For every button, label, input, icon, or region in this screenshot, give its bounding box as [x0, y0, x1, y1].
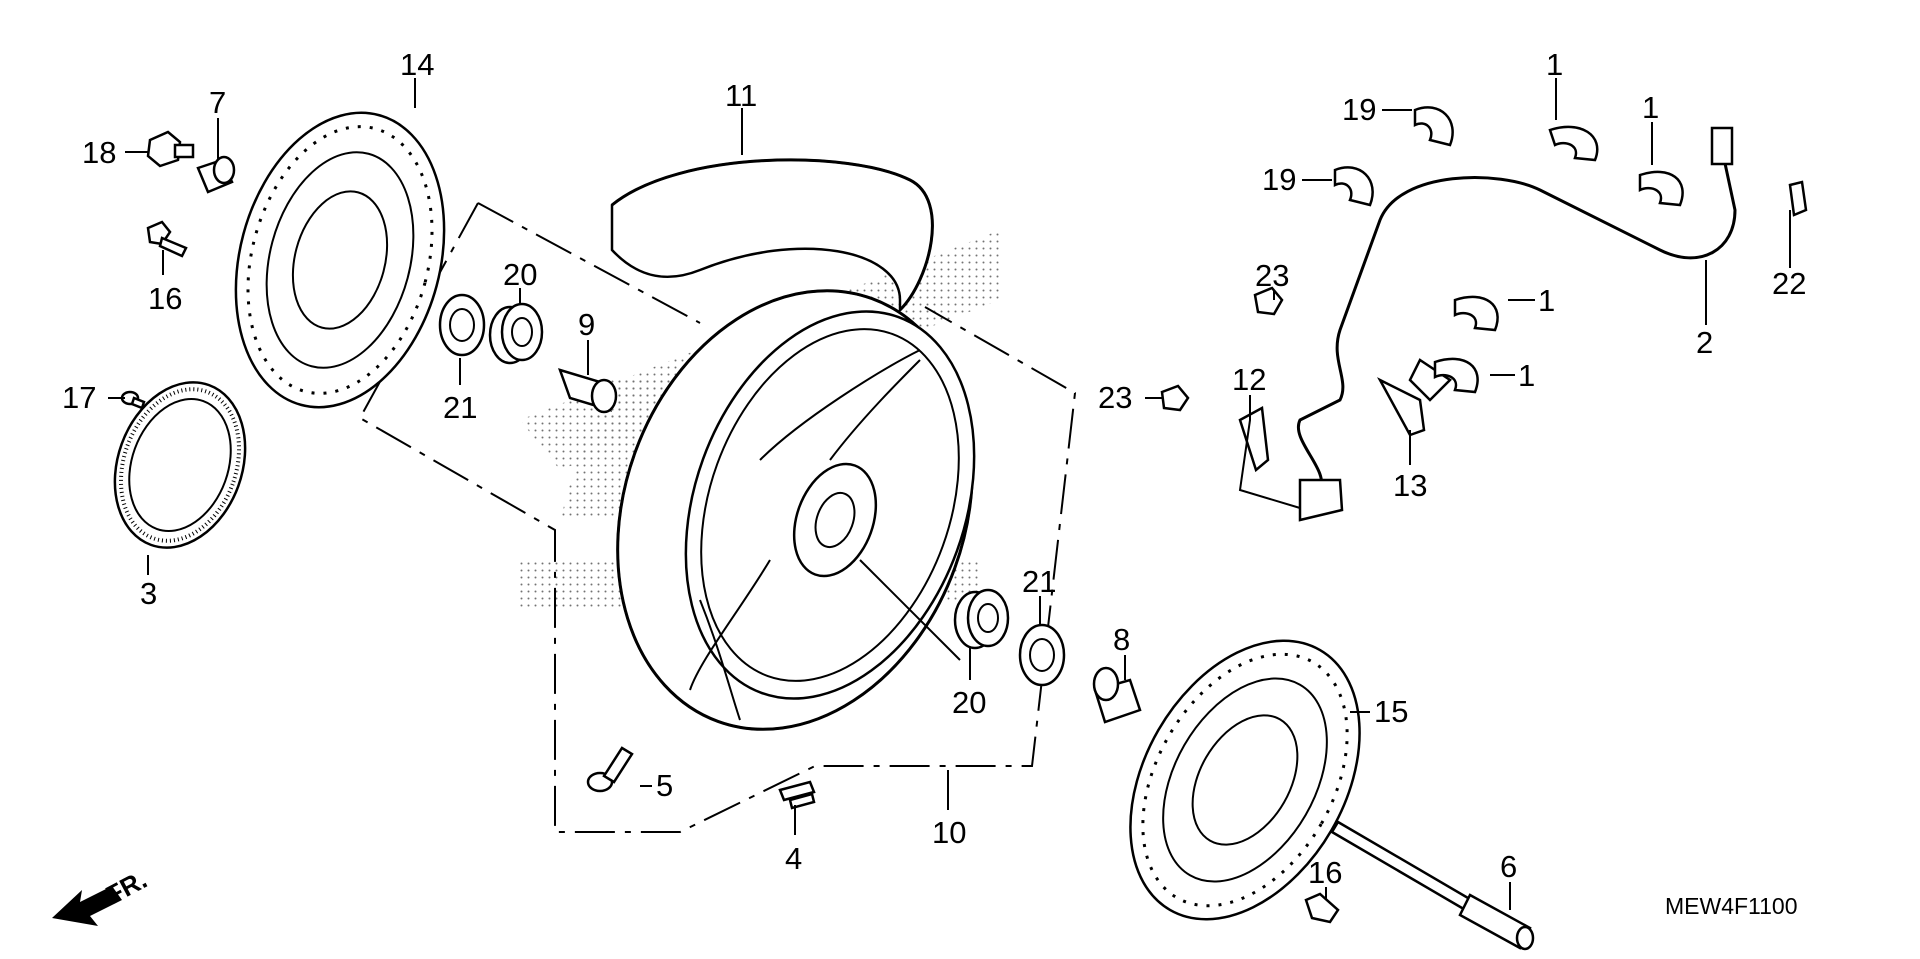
clamp-1-a	[1548, 125, 1599, 162]
screw-17	[120, 390, 146, 410]
assembly-outline	[358, 202, 1077, 833]
leader-lines	[108, 78, 1791, 910]
callout-19-a: 19	[1342, 92, 1376, 127]
axle-6	[1330, 820, 1535, 951]
clamp-19-a	[1413, 106, 1454, 147]
bracket-13	[1376, 377, 1426, 437]
valve-5	[586, 746, 634, 793]
bearing-21-upper	[438, 293, 486, 357]
callout-20-upper: 20	[503, 257, 537, 292]
balance-weight-4	[778, 780, 816, 810]
callout-18: 18	[82, 135, 116, 170]
callout-7: 7	[209, 85, 226, 120]
bearing-20-lower	[953, 588, 1010, 650]
callout-19-b: 19	[1262, 162, 1296, 197]
callout-1-d: 1	[1518, 358, 1535, 393]
diagram-code: MEW4F1100	[1665, 893, 1798, 919]
callout-2: 2	[1696, 325, 1713, 360]
callout-21-lower: 21	[1022, 564, 1056, 599]
callout-11: 11	[725, 78, 757, 113]
clip-22	[1788, 180, 1808, 217]
callout-21-upper: 21	[443, 390, 477, 425]
callout-4: 4	[785, 841, 802, 876]
clamp-1-d	[1433, 357, 1479, 394]
callout-22: 22	[1772, 266, 1806, 301]
brake-disc-lower	[1129, 639, 1361, 921]
callout-3: 3	[140, 576, 157, 611]
callout-20-lower: 20	[952, 685, 986, 720]
tire	[610, 158, 934, 314]
callout-12: 12	[1232, 362, 1266, 397]
clamp-1-c	[1453, 295, 1499, 332]
callout-1-c: 1	[1538, 283, 1555, 318]
callout-13: 13	[1393, 468, 1427, 503]
clamp-1-b	[1638, 170, 1684, 207]
callout-15: 15	[1374, 694, 1408, 729]
callout-16-lower: 16	[1308, 855, 1342, 890]
bearing-21-lower	[1018, 623, 1066, 687]
bracket-12	[1238, 406, 1270, 473]
bearing-20-upper	[488, 302, 544, 365]
callout-23-upper: 23	[1255, 258, 1289, 293]
brake-disc-upper	[234, 111, 446, 409]
callout-9: 9	[578, 307, 595, 342]
callout-labels: 14 7 18 16 17 3 11 20 9 21 21 20 8 15 5 …	[62, 47, 1806, 890]
bolt-18	[146, 130, 195, 168]
callout-14: 14	[400, 47, 434, 82]
collar-8	[1092, 666, 1142, 724]
bolt-23-upper	[1253, 286, 1284, 316]
wheel-rim	[616, 289, 976, 731]
collar-9	[557, 368, 618, 414]
front-direction-arrow: FR.	[52, 864, 152, 926]
pulser-ring	[113, 381, 247, 549]
callout-8: 8	[1113, 622, 1130, 657]
callout-6: 6	[1500, 849, 1517, 884]
callout-1-b: 1	[1642, 90, 1659, 125]
clamp-19-b	[1333, 166, 1374, 207]
callout-17: 17	[62, 380, 96, 415]
callout-10: 10	[932, 815, 966, 850]
callout-16-upper: 16	[148, 281, 182, 316]
bolt-16-upper	[146, 220, 188, 258]
bolt-16-lower	[1304, 892, 1340, 924]
callout-23-lower: 23	[1098, 380, 1132, 415]
bolt-23-lower	[1160, 384, 1190, 412]
callout-1-a: 1	[1546, 47, 1563, 82]
callout-5: 5	[656, 768, 673, 803]
collar-7	[196, 155, 236, 194]
